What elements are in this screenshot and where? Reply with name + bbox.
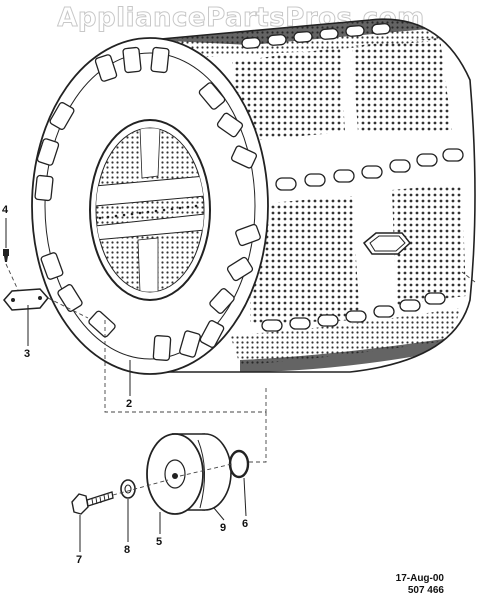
callout-4: 4 — [2, 204, 9, 216]
shell-boss — [362, 232, 412, 255]
o-ring-part — [228, 449, 250, 479]
drawing-number: 507 466 — [407, 585, 444, 596]
callout-3: 3 — [24, 348, 31, 360]
bolt-part — [71, 491, 114, 515]
callout-5: 5 — [156, 536, 163, 548]
assembly-lines — [5, 263, 476, 496]
small-screw-part — [3, 249, 9, 262]
drawing-date: 17-Aug-00 — [395, 573, 444, 584]
callout-7: 7 — [76, 554, 83, 566]
drawing-stamp: 17-Aug-00 507 466 — [384, 573, 444, 597]
pulley-part — [146, 433, 232, 515]
drum-opening — [89, 119, 211, 301]
callout-8: 8 — [124, 544, 131, 556]
callout-6: 6 — [242, 518, 249, 530]
washer-part — [120, 479, 136, 499]
callout-9: 9 — [220, 522, 227, 534]
plate-part — [3, 288, 49, 311]
callout-2: 2 — [126, 398, 133, 410]
leader-lines — [5, 218, 247, 552]
